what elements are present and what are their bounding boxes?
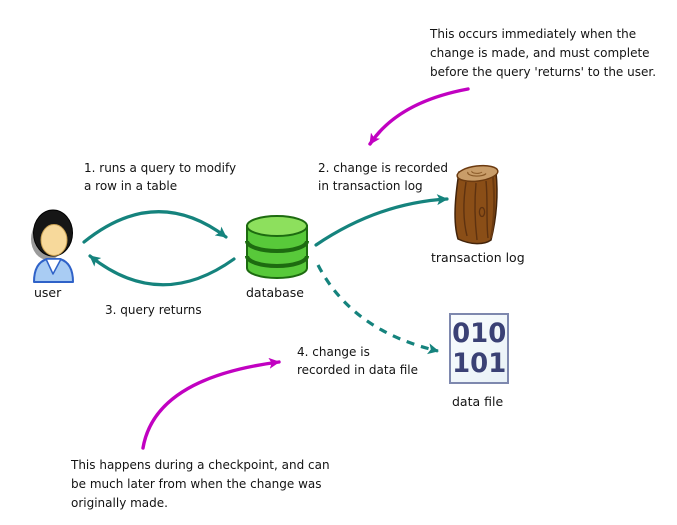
datafile-bits-line2: 101 [451,347,507,379]
arrow-user-to-database [82,210,228,244]
user-caption: user [34,285,62,300]
wood-log-icon [454,164,499,245]
user-avatar-icon [31,209,74,283]
step1-label: 1. runs a query to modify a row in a tab… [84,161,237,193]
data-file-caption: data file [452,394,504,409]
step4-label: 4. change is recorded in data file [297,345,419,377]
note-immediate: This occurs immediately when the change … [430,27,657,79]
step3-label: 3. query returns [105,303,202,317]
datafile-bits-line1: 010 [451,317,507,349]
arrow-note-immediate [368,87,470,146]
transaction-log-caption: transaction log [431,250,525,265]
arrow-database-to-log [314,194,449,247]
arrow-database-to-user [88,254,236,287]
binary-file-icon: 010 101 [449,313,509,384]
note-checkpoint: This happens during a checkpoint, and ca… [71,458,330,510]
database-cylinder-icon [245,215,309,279]
arrow-database-to-datafile-dashed [316,264,439,355]
arrow-note-checkpoint [141,357,281,450]
step2-label: 2. change is recorded in transaction log [318,161,448,193]
database-caption: database [246,285,304,300]
